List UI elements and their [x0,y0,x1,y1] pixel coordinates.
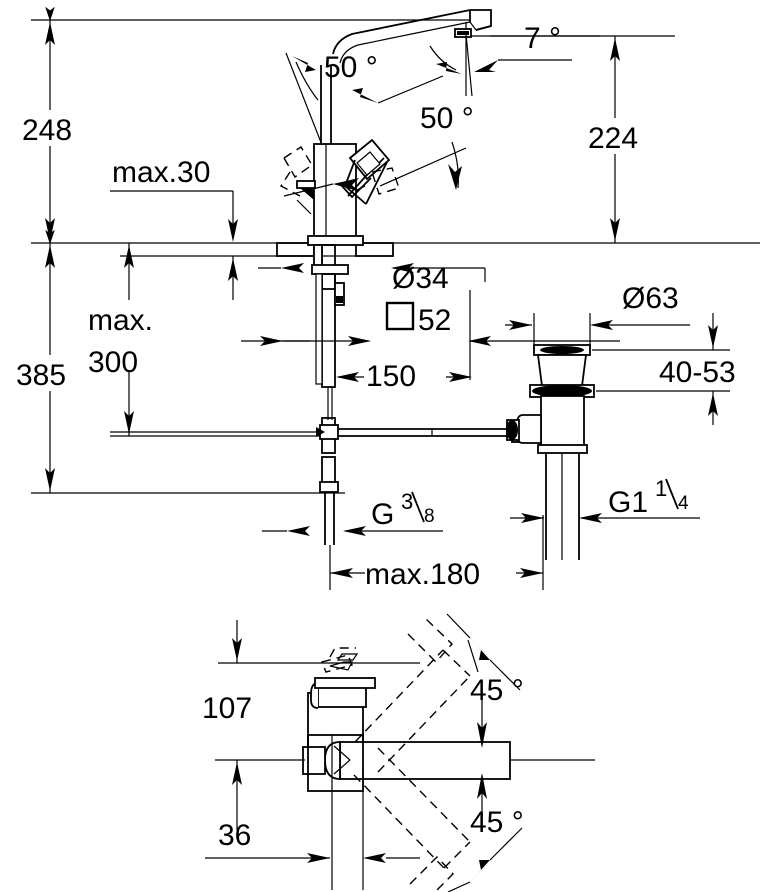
dimension-g114: G1 1 4 [510,476,700,523]
dimension-max-30: max.30 [110,156,238,242]
waste-popup-assembly [506,344,595,560]
label-max-30: max.30 [112,156,210,189]
angle-45-lower: 45 ° [447,773,524,892]
label-max-180: max.180 [365,558,480,591]
label-g114-letter: G1 [608,486,648,519]
label-7: 7 ° [524,22,561,55]
dimension-385: 385 [14,243,94,493]
label-36: 36 [218,819,251,852]
dimension-36: 36 [205,819,420,863]
faucet-front-elevation [279,9,492,242]
plan-view [215,617,595,892]
dimension-248: 248 [18,6,94,245]
label-52: 52 [418,304,451,337]
label-50-right: 50 ° [420,102,474,135]
dimension-max-300: max. 300 [86,243,182,436]
label-385: 385 [16,359,66,392]
label-45-lower: 45 ° [470,806,524,839]
label-g114-denominator: 4 [678,493,689,514]
dimension-107: 107 [202,620,420,830]
lever-handle [340,138,391,205]
label-g114-numerator: 1 [655,476,667,501]
angle-45-upper: 45 ° [446,613,524,748]
label-50-left: 50 ° [324,51,378,84]
angle-50-right: 50 ° [283,102,474,197]
angle-50-left: 50 ° [285,51,444,146]
label-40-53: 40-53 [659,356,736,389]
label-d34: Ø34 [392,262,449,295]
dimension-max-30-lower-arrow [228,256,238,300]
label-248: 248 [22,114,72,147]
deck-mount-section [276,235,394,545]
label-g38-letter: G [371,498,394,531]
dimension-square-52: 52 [241,301,620,346]
dimension-max-180: max.180 [329,515,544,591]
label-45-upper: 45 ° [470,674,524,707]
dimension-224: 224 [585,36,669,243]
dimension-150: 150 [336,290,472,393]
swivel-ghost-up [354,617,471,773]
label-g38-denominator: 8 [424,506,435,527]
dimension-d34: Ø34 [258,262,486,295]
dimension-d63: Ø63 [505,282,690,350]
label-107: 107 [202,692,252,725]
label-150: 150 [366,360,416,393]
label-d63: Ø63 [622,282,679,315]
dimension-40-53: 40-53 [592,313,775,425]
label-max-300-line2: 300 [88,346,138,379]
label-g38-numerator: 3 [401,489,413,514]
swivel-ghost-down [353,747,471,892]
angle-7: 7 ° [429,22,600,97]
label-max-300-line1: max. [88,304,153,337]
extension-lines [31,19,760,494]
label-224: 224 [588,122,638,155]
dimension-g38: G 3 8 [262,489,443,536]
